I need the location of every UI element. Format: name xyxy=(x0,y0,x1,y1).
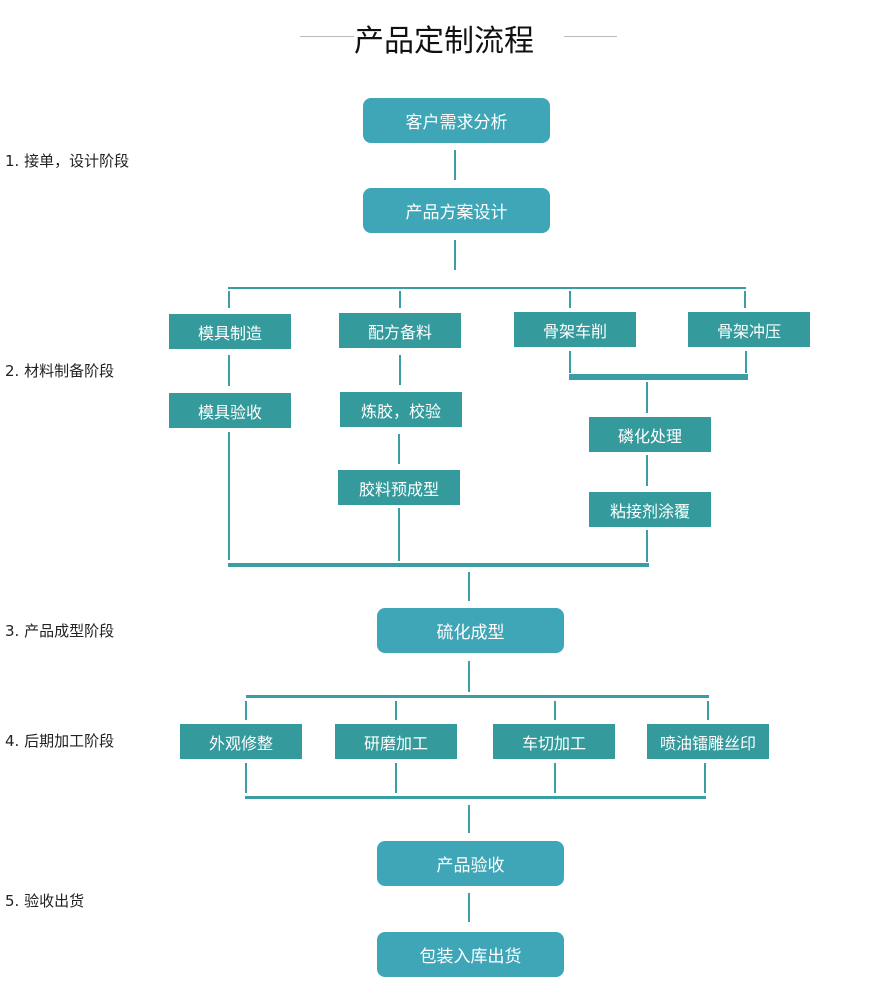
stage-label-2: 2. 材料制备阶段 xyxy=(5,362,115,380)
connector xyxy=(398,434,400,464)
step-lathe-cutting: 车切加工 xyxy=(493,724,615,759)
connector xyxy=(744,291,746,308)
connector xyxy=(554,763,556,793)
connector xyxy=(399,291,401,308)
branch-bar xyxy=(246,695,709,698)
step-preforming: 胶料预成型 xyxy=(338,470,460,505)
step-grinding: 研磨加工 xyxy=(335,724,457,759)
connector xyxy=(569,291,571,308)
connector xyxy=(468,893,470,922)
step-frame-turning: 骨架车削 xyxy=(514,312,636,347)
stage-label-4: 4. 后期加工阶段 xyxy=(5,732,115,750)
connector xyxy=(454,240,456,270)
connector xyxy=(399,355,401,385)
merge-bar xyxy=(245,796,706,799)
step-product-design: 产品方案设计 xyxy=(363,188,550,233)
step-mold-inspection: 模具验收 xyxy=(169,393,291,428)
connector xyxy=(454,150,456,180)
step-frame-pressing: 骨架冲压 xyxy=(688,312,810,347)
connector xyxy=(646,530,648,562)
step-vulcanization: 硫化成型 xyxy=(377,608,564,653)
connector xyxy=(228,432,230,560)
connector xyxy=(569,351,571,373)
connector xyxy=(228,291,230,308)
connector xyxy=(398,508,400,561)
step-mixing-check: 炼胶，校验 xyxy=(340,392,462,427)
connector xyxy=(228,355,230,386)
step-phosphating: 磷化处理 xyxy=(589,417,711,452)
step-painting-printing: 喷油镭雕丝印 xyxy=(647,724,769,759)
merge-bar xyxy=(569,374,748,380)
connector xyxy=(468,661,470,692)
connector xyxy=(554,701,556,720)
step-pack-ship: 包装入库出货 xyxy=(377,932,564,977)
page-title: 产品定制流程 xyxy=(354,24,534,59)
stage-label-3: 3. 产品成型阶段 xyxy=(5,622,115,640)
connector xyxy=(245,701,247,720)
step-formula-prep: 配方备料 xyxy=(339,313,461,348)
step-mold-making: 模具制造 xyxy=(169,314,291,349)
title-rule-left xyxy=(300,36,354,37)
connector xyxy=(707,701,709,720)
merge-bar xyxy=(228,563,649,567)
connector xyxy=(395,763,397,793)
stage-label-5: 5. 验收出货 xyxy=(5,892,85,910)
connector xyxy=(245,763,247,793)
step-trimming: 外观修整 xyxy=(180,724,302,759)
connector xyxy=(745,351,747,373)
step-demand-analysis: 客户需求分析 xyxy=(363,98,550,143)
stage-label-1: 1. 接单，设计阶段 xyxy=(5,152,130,170)
connector xyxy=(646,382,648,413)
connector xyxy=(468,572,470,601)
connector xyxy=(646,455,648,486)
title-rule-right xyxy=(564,36,617,37)
connector xyxy=(704,763,706,793)
step-product-inspection: 产品验收 xyxy=(377,841,564,886)
branch-bar xyxy=(228,287,746,289)
connector xyxy=(468,805,470,833)
connector xyxy=(395,701,397,720)
step-adhesive-coating: 粘接剂涂覆 xyxy=(589,492,711,527)
